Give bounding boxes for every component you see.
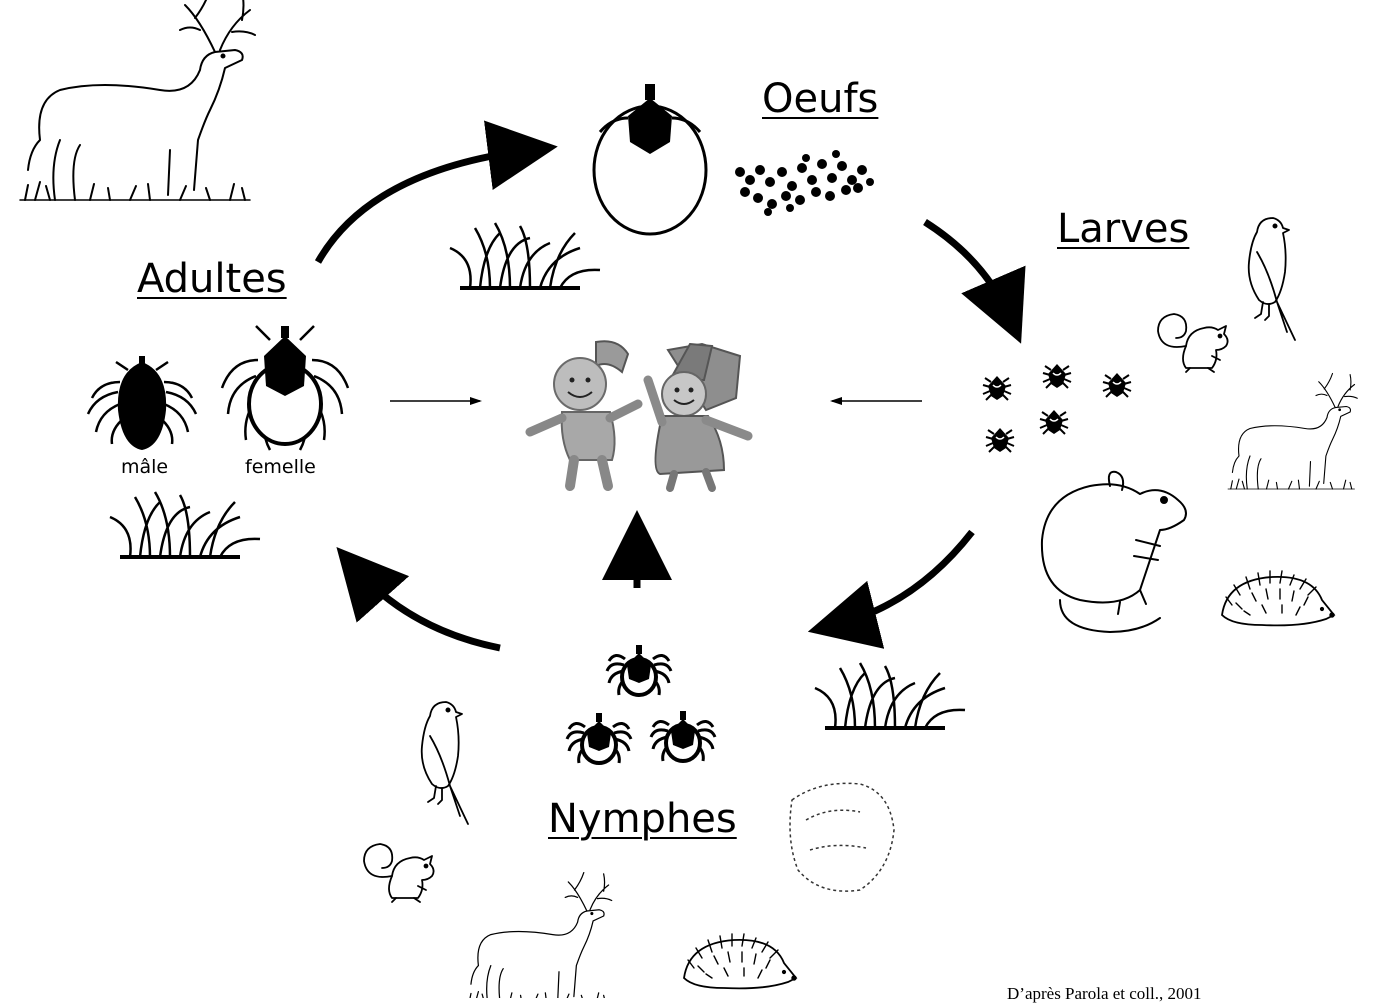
larva-tick-icon: [1043, 364, 1071, 388]
boy-figure: [530, 341, 638, 486]
mouse-icon: [1042, 472, 1186, 632]
stage-label-eggs: Oeufs: [762, 79, 878, 119]
nymph-tick-icon: [567, 713, 631, 763]
larva-tick-icon: [986, 428, 1014, 452]
girl-figure: [648, 344, 748, 488]
hedgehog-icon-larvae: [1222, 571, 1334, 625]
larva-tick-icon: [983, 376, 1011, 400]
larvae-group: [983, 364, 1131, 452]
arrow-nymphs-to-adults: [355, 568, 500, 648]
arrow-eggs-to-larvae: [925, 222, 1010, 318]
male-label: mâle: [121, 458, 168, 477]
engorged-female-tick-icon: [594, 84, 706, 234]
hedgehog-icon-nymphs: [684, 934, 796, 988]
grass-icon-adults: [110, 492, 260, 557]
grass-icon-larvae: [815, 663, 965, 728]
larva-tick-icon: [1103, 373, 1131, 397]
nymph-tick-icon: [607, 645, 671, 695]
bird-icon-larvae: [1249, 218, 1295, 340]
arrow-larvae-to-nymphs: [835, 532, 972, 625]
bird-icon-nymphs: [422, 702, 468, 824]
female-tick-icon: [222, 326, 348, 450]
larva-tick-icon: [1040, 410, 1068, 434]
hedgehog-sketch-icon: [790, 783, 894, 891]
deer-icon-larvae: [1228, 374, 1357, 490]
male-tick-icon: [88, 356, 196, 450]
grass-icon-eggs: [450, 223, 600, 288]
stage-label-adults: Adultes: [137, 259, 287, 299]
source-credit: D’après Parola et coll., 2001: [1007, 985, 1202, 1002]
arrow-adults-to-eggs: [318, 150, 530, 262]
nymph-tick-icon: [651, 711, 715, 761]
female-label: femelle: [245, 458, 316, 477]
stage-label-larvae: Larves: [1057, 209, 1189, 249]
egg-cluster-icon: [735, 150, 874, 216]
stage-label-nymphs: Nymphes: [548, 799, 737, 839]
nymphs-group: [567, 645, 715, 763]
squirrel-icon-nymphs: [364, 844, 434, 902]
humans-illustration: [530, 341, 748, 488]
squirrel-icon-larvae: [1158, 314, 1228, 372]
deer-icon-nymphs: [466, 873, 612, 998]
deer-icon-adults: [20, 0, 255, 200]
